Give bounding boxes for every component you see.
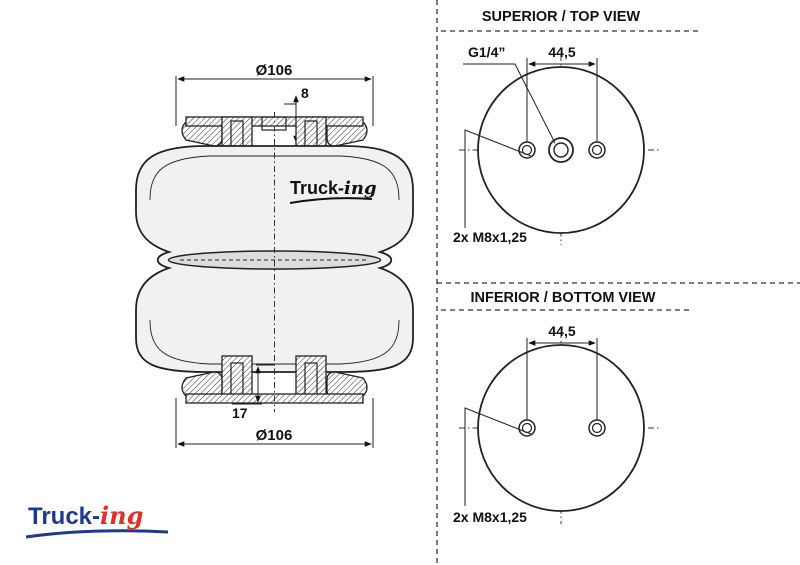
top-stud-hole-left [518, 141, 536, 159]
height-label: 17 [232, 405, 248, 421]
top-view-title: SUPERIOR / TOP VIEW [482, 9, 641, 25]
side-view: Ø106 8 17 [135, 62, 414, 448]
bottom-view-outer-circle [477, 344, 645, 512]
port-leader [463, 63, 556, 144]
top-view: SUPERIOR / TOP VIEW 44,5 G1/4” 2x M8x1,2… [441, 9, 698, 245]
bottom-stud-hole-right [588, 419, 606, 437]
top-thread-leader [464, 129, 532, 228]
top-stud-hole-right [588, 141, 606, 159]
bottom-stud-hole-left [518, 419, 536, 437]
bellows-logo-swoosh [289, 197, 373, 204]
brand-logo-swoosh [25, 529, 169, 539]
port-label: G1/4” [468, 44, 505, 60]
offset-label: 8 [301, 85, 309, 101]
brand-logo: Truck-ing [25, 501, 169, 539]
bottom-spacing-label: 44,5 [548, 323, 575, 339]
top-thread-label: 2x M8x1,25 [453, 229, 527, 245]
bellows-logo: Truck-ing [290, 178, 377, 199]
bottom-view-title: INFERIOR / BOTTOM VIEW [470, 290, 655, 306]
bottom-diameter-label: Ø106 [256, 427, 293, 444]
bottom-thread-label: 2x M8x1,25 [453, 509, 527, 525]
bottom-view: INFERIOR / BOTTOM VIEW 44,5 2x M8x1,25 [441, 290, 690, 525]
top-diameter-label: Ø106 [256, 62, 293, 79]
brand-logo-text: Truck-ing [28, 501, 143, 530]
bottom-thread-leader [464, 407, 532, 506]
top-spacing-label: 44,5 [548, 44, 575, 60]
top-air-port-circle [548, 137, 574, 163]
